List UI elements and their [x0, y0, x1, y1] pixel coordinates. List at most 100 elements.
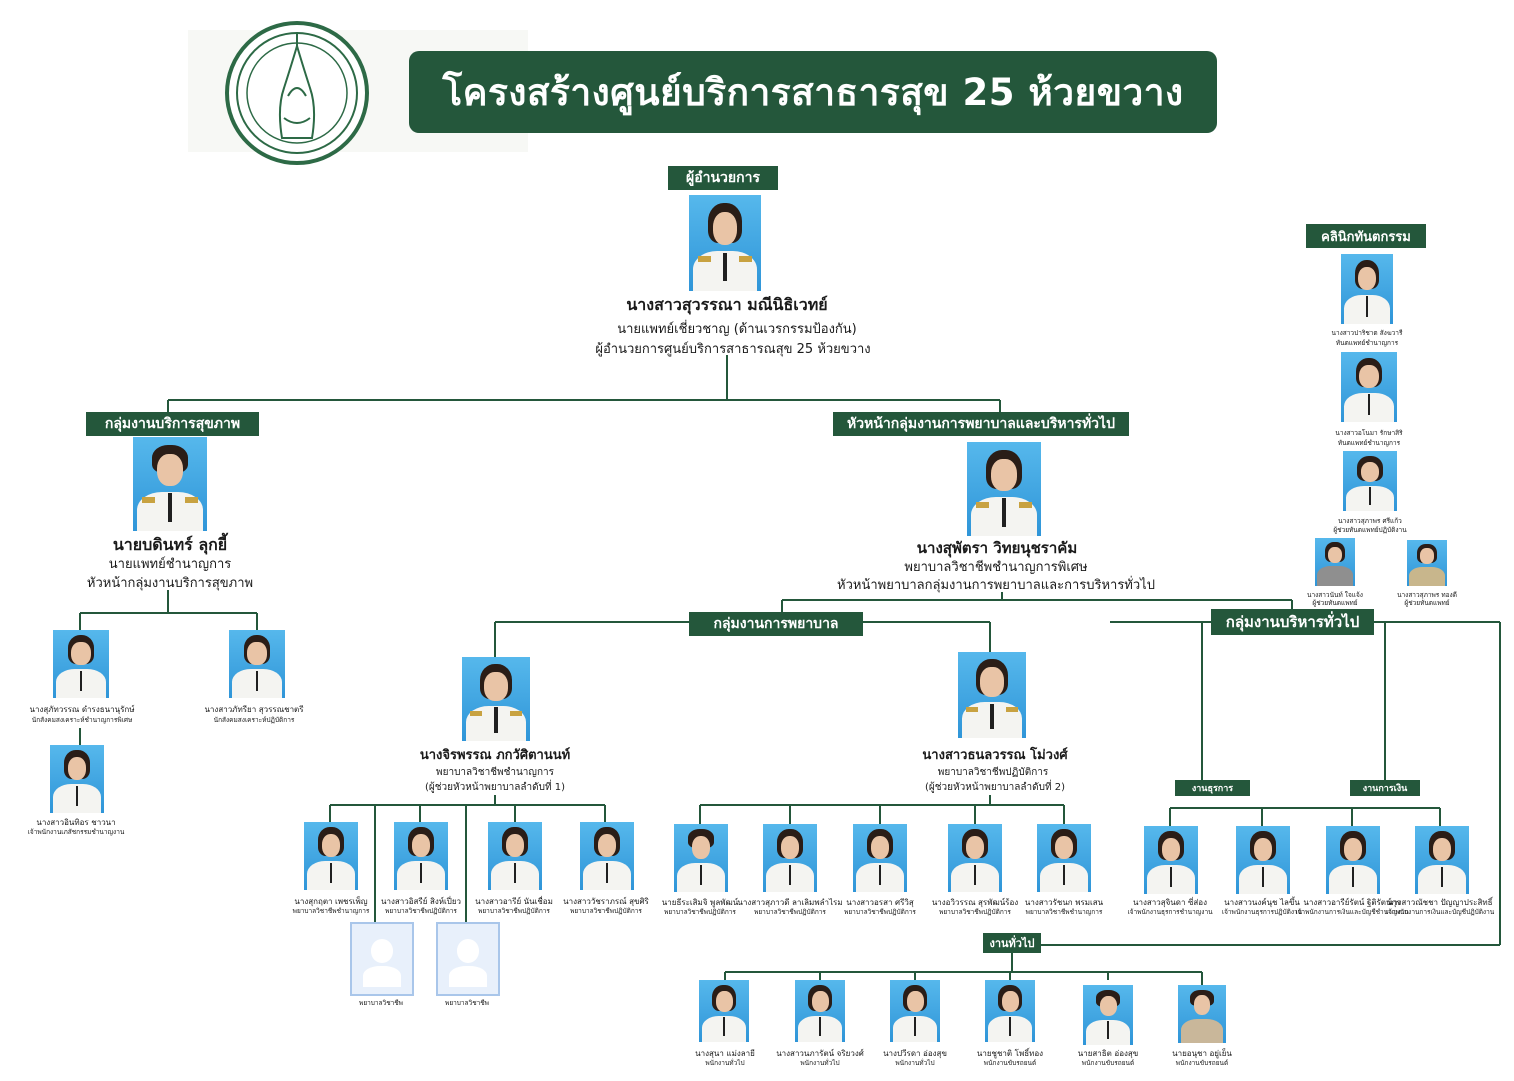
person-name: นางสาวอารีย์รัตน์ ฐิติรัตน์กุร	[1303, 898, 1401, 907]
person-photo	[1341, 352, 1397, 422]
person-position: พยาบาลวิชาชีพปฏิบัติการ	[664, 908, 736, 916]
supplies-header: งานธุรการ	[1175, 780, 1250, 796]
person-position: พนักงานทั่วไป	[800, 1059, 840, 1067]
person-position: พนักงานขับรถยนต์	[1081, 1059, 1135, 1067]
person-photo	[1144, 826, 1198, 894]
person-position: ทันตแพทย์ชำนาญการ	[1337, 439, 1401, 447]
person-name: นางสาวสุจินดา ซี่ส่อง	[1132, 898, 1208, 907]
director-position: นายแพทย์เชี่ยวชาญ (ด้านเวรกรรมป้องกัน)	[617, 322, 857, 337]
person-photo	[304, 822, 358, 890]
person-name: นางสาวนงค์นุช ไลขึ้น	[1224, 898, 1300, 907]
assistant2-role: (ผู้ช่วยหัวหน้าพยาบาลลำดับที่ 2)	[924, 782, 1066, 793]
person-name: นายสาธิต อ่องสุข	[1077, 1049, 1139, 1058]
person-name: นางสุนา แม่งลายี	[695, 1049, 755, 1058]
person-photo	[1407, 540, 1447, 586]
assistant1-role: (ผู้ช่วยหัวหน้าพยาบาลลำดับที่ 1)	[424, 782, 566, 793]
person-position: ทันตแพทย์ชำนาญการ	[1335, 339, 1399, 347]
person-position: พยาบาลวิชาชีพปฏิบัติการ	[385, 907, 457, 915]
person-position: ผู้ช่วยทันตแพทย์	[1404, 599, 1450, 607]
person-photo	[1037, 824, 1091, 892]
person-photo	[1341, 254, 1393, 324]
general-header: งานทั่วไป	[983, 933, 1041, 953]
person-position: เจ้าพนักงานการเงินและบัญชีปฏิบัติงาน	[1385, 908, 1495, 916]
person-position: พนักงานทั่วไป	[705, 1059, 745, 1067]
nursing-admin-head-position: พยาบาลวิชาชีพชำนาญการพิเศษ	[904, 560, 1088, 575]
person-photo	[948, 824, 1002, 892]
person-position: เจ้าพนักงานธุรการปฏิบัติงาน	[1221, 908, 1303, 916]
director-role: ผู้อำนวยการศูนย์บริการสาธารณสุข 25 ห้วยข…	[595, 342, 871, 357]
director-header: ผู้อำนวยการ	[668, 166, 778, 190]
admin-group-header: กลุ่มงานบริหารทั่วไป	[1211, 609, 1374, 635]
nursing-admin-head-name: นางสุพัตรา วิทยนุชราคัม	[916, 539, 1078, 557]
person-position: พนักงานทั่วไป	[895, 1059, 935, 1067]
person-photo	[1236, 826, 1290, 894]
person-name: นางอวิวรรณ สุรพัฒน์ร้อง	[931, 898, 1019, 907]
person-position: พยาบาลวิชาชีพปฏิบัติการ	[570, 907, 642, 915]
person-name: นางสุกฤตา เพชรเพ็ญ	[294, 897, 368, 906]
person-photo	[580, 822, 634, 890]
person-position: พยาบาลวิชาชีพปฏิบัติการ	[478, 907, 550, 915]
person-name: นางสาวสุภาพร ศรีแก้ว	[1338, 517, 1402, 525]
person-position: พยาบาลวิชาชีพชำนาญการ	[292, 907, 370, 915]
person-photo	[53, 630, 109, 698]
person-photo	[763, 824, 817, 892]
person-position: ผู้ช่วยทันตแพทย์ปฏิบัติงาน	[1333, 526, 1407, 534]
nursing-group-header: กลุ่มงานการพยาบาล	[689, 612, 863, 636]
person-photo	[1315, 538, 1355, 586]
person-position: พยาบาลวิชาชีพชำนาญการ	[1025, 908, 1103, 916]
person-name: นางสาวอโนมา รักษาสิริ	[1335, 429, 1403, 437]
person-photo	[50, 745, 104, 813]
vacant-position: พยาบาลวิชาชีพ	[445, 999, 489, 1007]
finance-header: งานการเงิน	[1350, 780, 1420, 796]
person-position: เจ้าพนักงานธุรการชำนาญงาน	[1127, 908, 1213, 916]
person-photo	[1326, 826, 1380, 894]
person-name: นางสาวอินทิอร ชาวนา	[36, 818, 116, 827]
person-position: พยาบาลวิชาชีพปฏิบัติการ	[754, 908, 826, 916]
person-photo	[795, 980, 845, 1042]
assistant2-position: พยาบาลวิชาชีพปฏิบัติการ	[937, 767, 1049, 778]
assistant1-photo	[462, 657, 530, 741]
person-photo	[1083, 985, 1133, 1045]
director-name: นางสาวสุวรรณา มณีนิธิเวทย์	[626, 295, 828, 314]
nursing-admin-head-photo	[967, 442, 1041, 536]
person-position: พยาบาลวิชาชีพปฏิบัติการ	[844, 908, 916, 916]
health-group-header: กลุ่มงานบริการสุขภาพ	[86, 412, 259, 436]
assistant1-name: นางจิรพรรณ ภกวัศิตานนท์	[419, 748, 571, 763]
nursing-admin-head-role: หัวหน้าพยาบาลกลุ่มงานการพยาบาลและการบริห…	[837, 578, 1155, 593]
person-name: นางสาวภัทรียา สุวรรณชาตรี	[204, 705, 304, 714]
person-photo	[1415, 826, 1469, 894]
person-photo	[853, 824, 907, 892]
person-name: นายธีระเสิมจิ พูลพัฒน์	[661, 898, 739, 907]
vacant-position: พยาบาลวิชาชีพ	[359, 999, 403, 1007]
person-photo	[229, 630, 285, 698]
person-position: นักสังคมสงเคราะห์ปฏิบัติการ	[213, 716, 295, 724]
person-position: พนักงานขับรถยนต์	[983, 1059, 1037, 1067]
person-name: นางสาวอรสา ศรีวิสุ	[846, 898, 914, 907]
person-name: นางสาวนันท์ ใจแจ้ง	[1307, 591, 1363, 599]
person-photo	[1343, 451, 1397, 511]
person-name: นางปวีรดา อ่องสุข	[883, 1049, 947, 1058]
person-name: นางสาวอิสรีย์ สิงห์เปี่ยว	[380, 897, 462, 906]
health-head-name: นายบดินทร์ ลุกยี้	[112, 535, 228, 554]
person-photo	[394, 822, 448, 890]
person-position: เจ้าพนักงานการเงินและบัญชีชำนาญงาน	[1295, 908, 1409, 916]
health-head-role: หัวหน้ากลุ่มงานบริการสุขภาพ	[86, 576, 254, 591]
person-position: นักสังคมสงเคราะห์ชำนาญการพิเศษ	[31, 716, 133, 724]
person-name: นางสาววัชราภรณ์ สุขศิริ	[563, 897, 649, 906]
person-position: ผู้ช่วยทันตแพทย์	[1312, 599, 1358, 607]
person-name: นางสาวณัชชา ปัญญาประสิทธิ์	[1387, 898, 1493, 907]
person-name: นางสาวอารีย์ นันเชื่อม	[475, 897, 553, 906]
person-position: พนักงานขับรถยนต์	[1175, 1059, 1229, 1067]
vacant-photo-placeholder	[350, 922, 414, 996]
person-name: นางสาวสุภาวดี ลาเลิมพลำไรม	[737, 898, 843, 907]
person-name: นางสาวสุภาพร ทองดี	[1397, 591, 1457, 599]
assistant2-name: นางสาวธนลวรรณ โม่วงศ์	[922, 748, 1068, 763]
person-name: นางสาวนภารัตน์ จริยวงศ์	[776, 1049, 864, 1058]
person-position: พยาบาลวิชาชีพปฏิบัติการ	[939, 908, 1011, 916]
nursing-admin-header: หัวหน้ากลุ่มงานการพยาบาลและบริหารทั่วไป	[833, 412, 1129, 436]
person-name: นางสาวรัชนก พรมเสน	[1024, 898, 1104, 907]
person-photo	[488, 822, 542, 890]
vacant-photo-placeholder	[436, 922, 500, 996]
person-photo	[985, 980, 1035, 1042]
assistant1-position: พยาบาลวิชาชีพชำนาญการ	[436, 767, 554, 778]
